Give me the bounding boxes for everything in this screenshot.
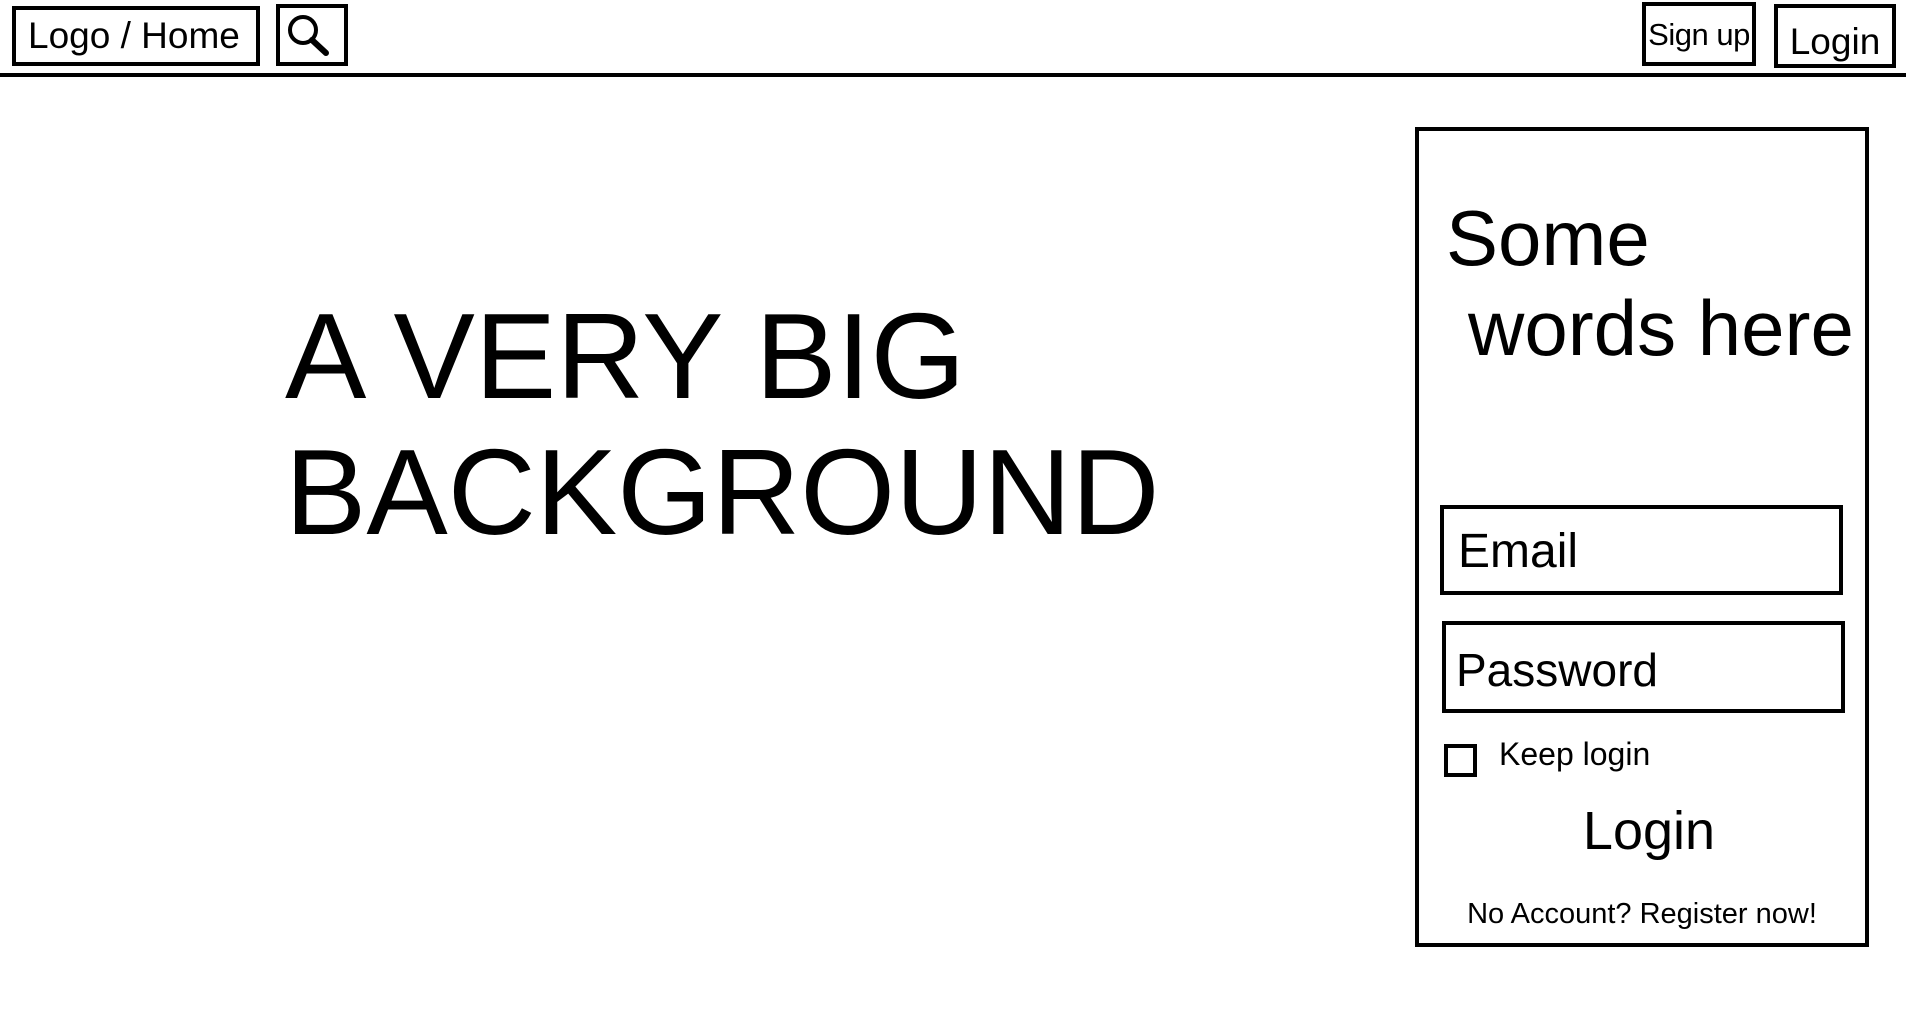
register-link[interactable]: No Account? Register now! [1467, 898, 1817, 930]
login-submit-button[interactable]: Login [1582, 801, 1716, 861]
search-button[interactable] [276, 4, 348, 66]
header-divider [0, 73, 1906, 77]
panel-heading-line-2: words here [1468, 284, 1854, 372]
login-panel: Some words here Email Password Keep logi… [1415, 127, 1869, 947]
keep-login-checkbox[interactable] [1444, 744, 1477, 777]
logo-home-link[interactable]: Logo / Home [12, 6, 260, 66]
signup-button[interactable]: Sign up [1642, 2, 1756, 66]
hero-text: A VERY BIG BACKGROUND [285, 288, 1159, 560]
keep-login-label: Keep login [1499, 736, 1651, 772]
panel-heading: Some words here [1446, 193, 1854, 373]
hero-line-2: BACKGROUND [285, 424, 1160, 560]
password-field[interactable]: Password [1442, 621, 1845, 713]
panel-heading-line-1: Some [1446, 194, 1650, 282]
header-login-button[interactable]: Login [1774, 4, 1896, 68]
hero-line-1: A VERY BIG [285, 288, 966, 424]
email-field[interactable]: Email [1440, 505, 1843, 595]
search-icon [288, 15, 329, 56]
